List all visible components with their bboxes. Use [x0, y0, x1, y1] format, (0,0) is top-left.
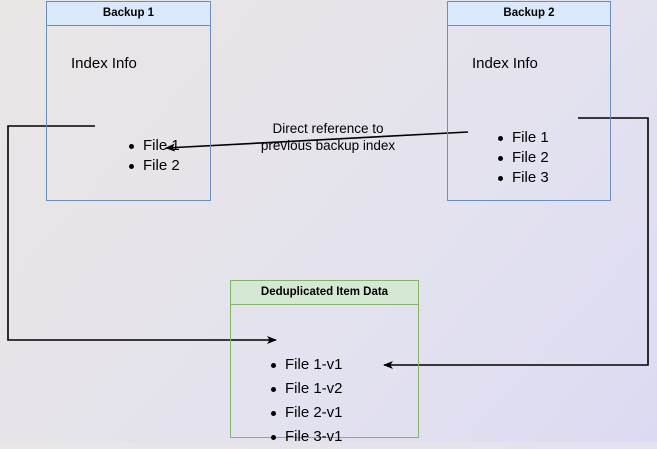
node-deduplicated-item-data-header: Deduplicated Item Data	[231, 281, 418, 305]
node-backup-1-file-list: File 1 File 2	[129, 136, 180, 176]
list-item: File 1	[129, 136, 180, 156]
node-backup-1-header: Backup 1	[47, 2, 210, 26]
list-item-label: File 3	[512, 169, 549, 186]
node-backup-1[interactable]: Backup 1 Index Info File 1 File 2	[46, 1, 211, 201]
list-item: File 3	[498, 168, 549, 188]
node-backup-2-body: Index Info File 1 File 2 File 3	[448, 26, 610, 200]
node-backup-2[interactable]: Backup 2 Index Info File 1 File 2 File 3	[447, 1, 611, 201]
list-item-label: File 2-v1	[285, 404, 343, 421]
list-item-label: File 3-v1	[285, 428, 343, 445]
list-item: File 2	[129, 156, 180, 176]
list-item-label: File 2	[512, 149, 549, 166]
bullet-icon	[129, 144, 134, 149]
list-item-label: File 2	[143, 157, 180, 174]
bullet-icon	[498, 176, 503, 181]
list-item: File 1-v1	[271, 353, 343, 377]
bullet-icon	[129, 164, 134, 169]
list-item: File 1-v2	[271, 377, 343, 401]
node-backup-1-subtitle: Index Info	[71, 55, 137, 72]
edge-label-line-1: Direct reference to	[272, 121, 384, 136]
node-backup-2-file-list: File 1 File 2 File 3	[498, 128, 549, 188]
node-deduplicated-item-data-body: File 1-v1 File 1-v2 File 2-v1 File 3-v1	[231, 305, 418, 445]
node-deduplicated-item-data-file-list: File 1-v1 File 1-v2 File 2-v1 File 3-v1	[271, 353, 343, 449]
list-item-label: File 1	[512, 129, 549, 146]
list-item: File 3-v1	[271, 425, 343, 449]
bullet-icon	[498, 156, 503, 161]
bullet-icon	[498, 136, 503, 141]
node-backup-1-body: Index Info File 1 File 2	[47, 26, 210, 200]
bullet-icon	[271, 411, 276, 416]
bullet-icon	[271, 435, 276, 440]
list-item-label: File 1-v2	[285, 380, 343, 397]
node-backup-2-header: Backup 2	[448, 2, 610, 26]
list-item: File 2	[498, 148, 549, 168]
list-item-label: File 1-v1	[285, 356, 343, 373]
list-item: File 1	[498, 128, 549, 148]
edge-label-direct-reference: Direct reference to previous backup inde…	[248, 120, 408, 154]
node-backup-2-subtitle: Index Info	[472, 55, 538, 72]
bullet-icon	[271, 387, 276, 392]
list-item-label: File 1	[143, 137, 180, 154]
bullet-icon	[271, 363, 276, 368]
edge-label-line-2: previous backup index	[260, 138, 396, 153]
node-deduplicated-item-data[interactable]: Deduplicated Item Data File 1-v1 File 1-…	[230, 280, 419, 445]
list-item: File 2-v1	[271, 401, 343, 425]
